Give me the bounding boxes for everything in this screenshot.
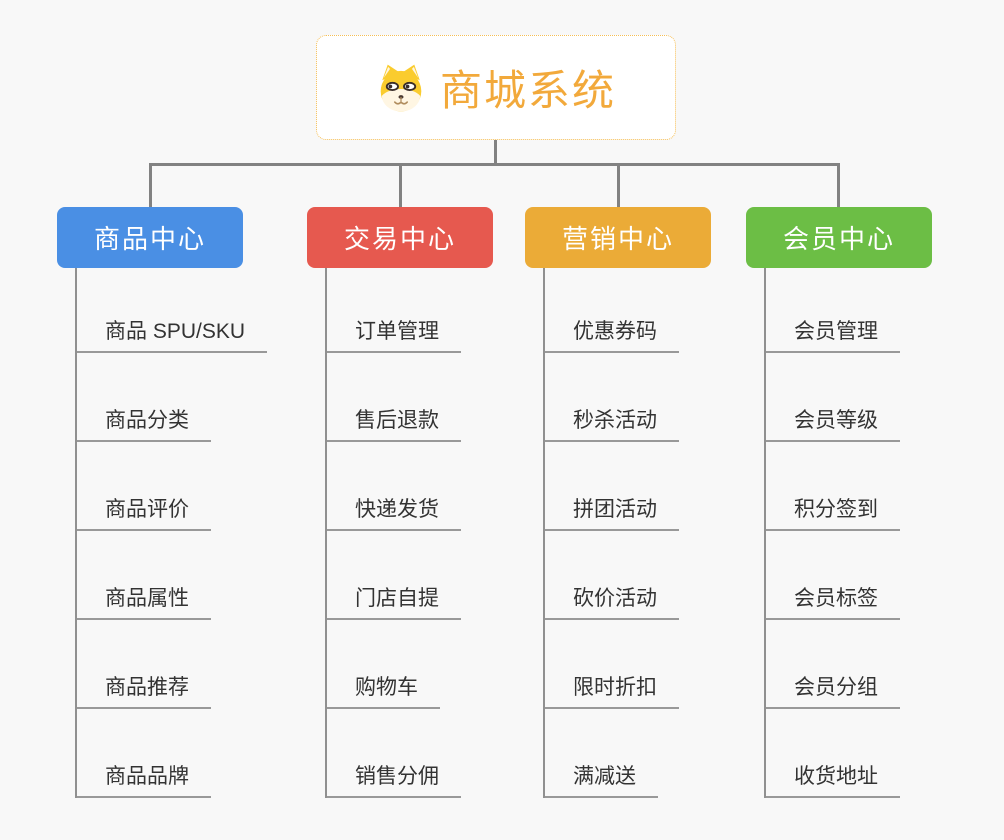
leaf-label[interactable]: 限时折扣 <box>543 675 679 709</box>
leaf-node: 砍价活动 <box>543 531 711 620</box>
leaf-label[interactable]: 商品分类 <box>75 408 211 442</box>
leaf-label[interactable]: 积分签到 <box>764 497 900 531</box>
leaf-node: 拼团活动 <box>543 442 711 531</box>
connector-root-drop <box>494 140 497 166</box>
branch-trade-center: 交易中心 订单管理 售后退款 快递发货 门店自提 购物车 销售分佣 <box>307 207 493 798</box>
leaf-node: 会员管理 <box>764 268 932 353</box>
leaf-node: 秒杀活动 <box>543 353 711 442</box>
connector-branch-drop <box>617 163 620 210</box>
leaf-label[interactable]: 满减送 <box>543 764 658 798</box>
leaf-label[interactable]: 商品品牌 <box>75 764 211 798</box>
leaf-label[interactable]: 订单管理 <box>325 319 461 353</box>
leaf-node: 销售分佣 <box>325 709 493 798</box>
leaf-node: 会员等级 <box>764 353 932 442</box>
branch-children: 商品 SPU/SKU 商品分类 商品评价 商品属性 商品推荐 商品品牌 <box>57 268 268 798</box>
branch-children: 会员管理 会员等级 积分签到 会员标签 会员分组 收货地址 <box>746 268 932 798</box>
leaf-label[interactable]: 快递发货 <box>325 497 461 531</box>
leaf-label[interactable]: 会员管理 <box>764 319 900 353</box>
leaf-node: 会员标签 <box>764 531 932 620</box>
leaf-node: 商品品牌 <box>75 709 267 798</box>
leaf-node: 商品分类 <box>75 353 267 442</box>
branch-member-center: 会员中心 会员管理 会员等级 积分签到 会员标签 会员分组 收货地址 <box>746 207 932 798</box>
leaf-node: 商品属性 <box>75 531 267 620</box>
leaf-label[interactable]: 购物车 <box>325 675 440 709</box>
leaf-node: 商品推荐 <box>75 620 267 709</box>
connector-horizontal-bar <box>149 163 840 166</box>
leaf-label[interactable]: 砍价活动 <box>543 586 679 620</box>
leaf-label[interactable]: 商品评价 <box>75 497 211 531</box>
leaf-label[interactable]: 售后退款 <box>325 408 461 442</box>
leaf-node: 商品 SPU/SKU <box>75 268 268 353</box>
leaf-label[interactable]: 商品属性 <box>75 586 211 620</box>
root-node[interactable]: 商城系统 <box>316 35 676 140</box>
leaf-label[interactable]: 优惠券码 <box>543 319 679 353</box>
branch-header-product-center[interactable]: 商品中心 <box>57 207 243 268</box>
leaf-node: 门店自提 <box>325 531 493 620</box>
leaf-label[interactable]: 拼团活动 <box>543 497 679 531</box>
leaf-node: 售后退款 <box>325 353 493 442</box>
dog-face-icon <box>376 63 426 113</box>
leaf-label[interactable]: 商品推荐 <box>75 675 211 709</box>
leaf-node: 积分签到 <box>764 442 932 531</box>
leaf-node: 商品评价 <box>75 442 267 531</box>
leaf-label[interactable]: 会员等级 <box>764 408 900 442</box>
leaf-label[interactable]: 会员标签 <box>764 586 900 620</box>
branch-children: 优惠券码 秒杀活动 拼团活动 砍价活动 限时折扣 满减送 <box>525 268 711 798</box>
leaf-node: 订单管理 <box>325 268 493 353</box>
leaf-node: 购物车 <box>325 620 493 709</box>
leaf-label[interactable]: 门店自提 <box>325 586 461 620</box>
branch-header-member-center[interactable]: 会员中心 <box>746 207 932 268</box>
leaf-label[interactable]: 秒杀活动 <box>543 408 679 442</box>
branch-children: 订单管理 售后退款 快递发货 门店自提 购物车 销售分佣 <box>307 268 493 798</box>
leaf-label[interactable]: 商品 SPU/SKU <box>75 319 268 353</box>
leaf-label[interactable]: 收货地址 <box>764 764 900 798</box>
branch-header-trade-center[interactable]: 交易中心 <box>307 207 493 268</box>
leaf-node: 会员分组 <box>764 620 932 709</box>
branch-product-center: 商品中心 商品 SPU/SKU 商品分类 商品评价 商品属性 商品推荐 商品品牌 <box>57 207 268 798</box>
leaf-node: 限时折扣 <box>543 620 711 709</box>
leaf-node: 快递发货 <box>325 442 493 531</box>
leaf-node: 满减送 <box>543 709 711 798</box>
leaf-label[interactable]: 销售分佣 <box>325 764 461 798</box>
connector-branch-drop <box>837 163 840 210</box>
root-title: 商城系统 <box>439 67 616 114</box>
branch-header-marketing-center[interactable]: 营销中心 <box>525 207 711 268</box>
leaf-node: 收货地址 <box>764 709 932 798</box>
leaf-label[interactable]: 会员分组 <box>764 675 900 709</box>
branch-marketing-center: 营销中心 优惠券码 秒杀活动 拼团活动 砍价活动 限时折扣 满减送 <box>525 207 711 798</box>
leaf-node: 优惠券码 <box>543 268 711 353</box>
connector-branch-drop <box>399 163 402 210</box>
connector-branch-drop <box>149 163 152 210</box>
